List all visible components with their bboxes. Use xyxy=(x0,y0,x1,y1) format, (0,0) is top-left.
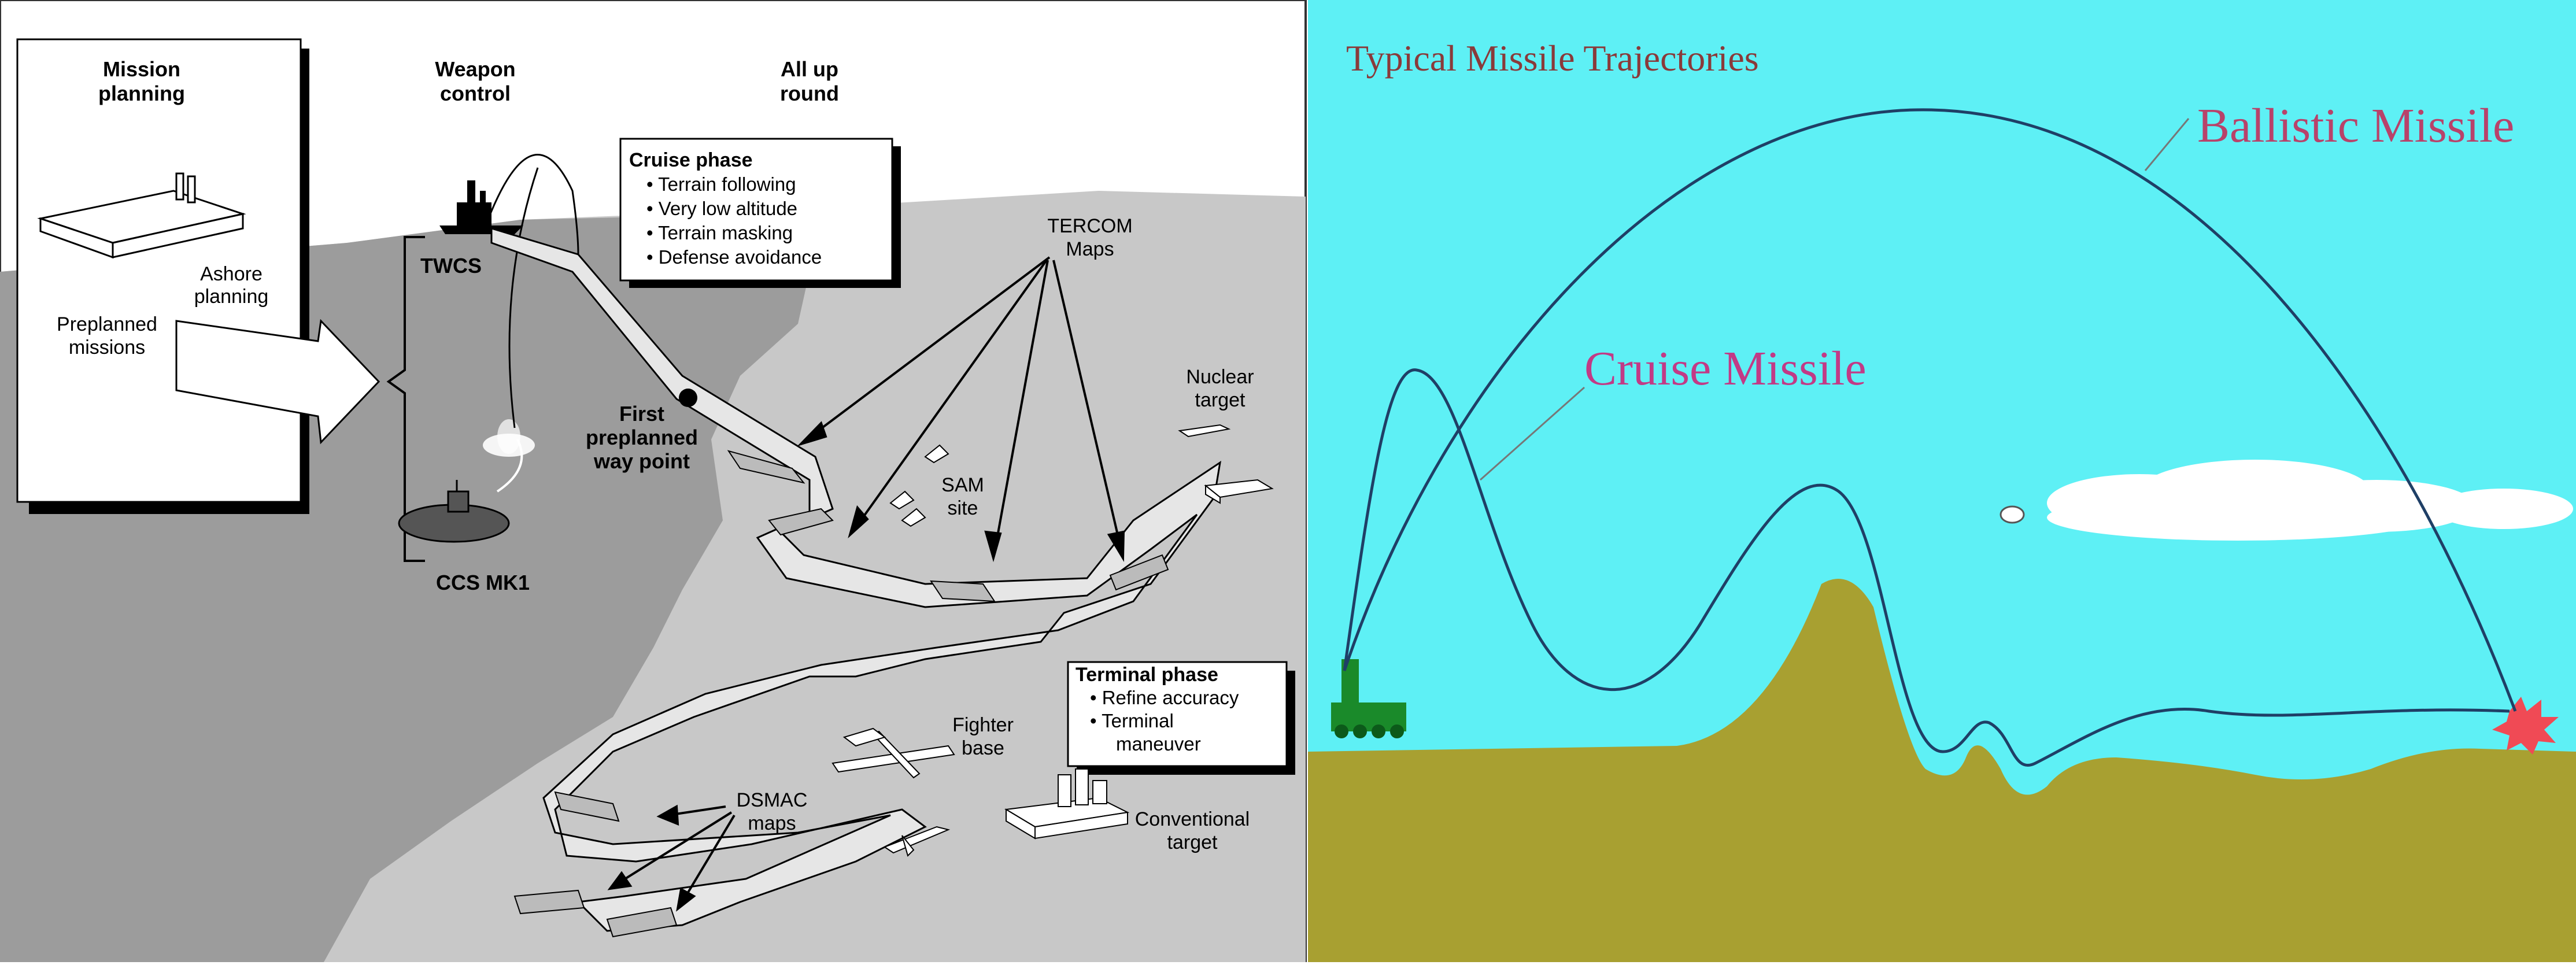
sam-site-label: SAM site xyxy=(941,474,984,519)
svg-text:site: site xyxy=(948,497,978,519)
svg-text:First: First xyxy=(619,402,664,426)
svg-text:• Terrain masking: • Terrain masking xyxy=(646,222,793,243)
preplanned-missions-label: Preplanned missions xyxy=(57,313,157,358)
svg-text:• Defense avoidance: • Defense avoidance xyxy=(646,246,822,268)
flight-path-ribbon xyxy=(490,227,1222,932)
svg-text:Maps: Maps xyxy=(1066,238,1114,260)
svg-text:maneuver: maneuver xyxy=(1116,733,1201,755)
svg-text:missions: missions xyxy=(69,337,145,358)
tercom-arrows xyxy=(797,256,1125,563)
svg-text:SAM: SAM xyxy=(941,474,984,496)
svg-text:base: base xyxy=(962,737,1004,759)
impact-burst-icon xyxy=(2492,697,2559,755)
ashore-planning-label: Ashore planning xyxy=(194,263,269,308)
conventional-target-label: Conventional target xyxy=(1135,808,1250,853)
svg-text:TERCOM: TERCOM xyxy=(1047,215,1132,237)
svg-text:round: round xyxy=(780,82,839,105)
panel-title: Typical Missile Trajectories xyxy=(1346,38,1759,79)
tercom-map-patches xyxy=(513,450,1169,938)
svg-text:control: control xyxy=(440,82,511,105)
mission-planning-label: Mission planning xyxy=(98,57,185,105)
launch-arc xyxy=(485,154,579,255)
dsmac-maps-label: DSMAC maps xyxy=(737,789,808,834)
ccs-label: CCS MK1 xyxy=(436,571,530,594)
svg-text:target: target xyxy=(1195,389,1246,411)
cruise-trajectory xyxy=(1343,368,2510,767)
nuclear-target-icon xyxy=(1178,424,1274,504)
svg-text:Mission: Mission xyxy=(103,57,180,81)
svg-text:Cruise phase: Cruise phase xyxy=(629,149,753,171)
all-up-round-label: All up round xyxy=(780,57,839,105)
svg-text:maps: maps xyxy=(748,812,796,834)
terminal-phase-box: Terminal phase • Refine accuracy • Termi… xyxy=(1076,664,1239,755)
ballistic-trajectory xyxy=(1343,108,2517,712)
svg-text:Conventional: Conventional xyxy=(1135,808,1250,830)
svg-text:planning: planning xyxy=(98,82,185,105)
svg-text:way point: way point xyxy=(593,449,690,473)
cruise-missile-icon xyxy=(883,826,951,857)
launcher-truck-icon xyxy=(1331,659,1406,738)
submarine-icon xyxy=(398,480,510,543)
nuclear-target-label: Nuclear target xyxy=(1186,366,1254,411)
cruise-phase-box: Cruise phase • Terrain following • Very … xyxy=(629,149,822,268)
ballistic-leader-line xyxy=(2144,118,2190,171)
svg-text:• Very low altitude: • Very low altitude xyxy=(646,198,797,219)
mission-diagram-panel: Mission planning Ashore planning Preplan… xyxy=(0,0,1307,963)
dsmac-arrows xyxy=(607,804,736,912)
cruise-leader-line xyxy=(1480,386,1585,481)
svg-text:• Terminal: • Terminal xyxy=(1090,710,1174,731)
first-waypoint-marker xyxy=(679,389,697,407)
svg-text:DSMAC: DSMAC xyxy=(737,789,808,811)
ballistic-missile-label: Ballistic Missile xyxy=(2197,99,2514,153)
svg-text:Weapon: Weapon xyxy=(435,57,515,81)
svg-text:Preplanned: Preplanned xyxy=(57,313,157,335)
twcs-label: TWCS xyxy=(420,254,482,278)
planning-arrow xyxy=(175,319,380,445)
svg-text:Fighter: Fighter xyxy=(952,714,1014,736)
sub-launch-arc xyxy=(508,167,539,428)
tercom-maps-label: TERCOM Maps xyxy=(1047,215,1132,260)
svg-text:Nuclear: Nuclear xyxy=(1186,366,1254,388)
trajectory-panel: Typical Missile Trajectories xyxy=(1308,0,2576,962)
ground-terrain xyxy=(1308,579,2576,962)
first-waypoint-label: First preplanned way point xyxy=(586,402,698,473)
svg-text:preplanned: preplanned xyxy=(586,426,698,449)
cruise-missile-label: Cruise Missile xyxy=(1584,342,1867,395)
svg-text:Terminal phase: Terminal phase xyxy=(1076,664,1218,686)
fighter-base-icon xyxy=(831,727,955,779)
svg-text:• Refine accuracy: • Refine accuracy xyxy=(1090,687,1239,708)
svg-text:All up: All up xyxy=(781,57,838,81)
cloud-icon xyxy=(2000,460,2573,541)
conventional-target-icon xyxy=(1004,768,1130,840)
fighter-base-label: Fighter base xyxy=(952,714,1014,759)
planning-building-icon xyxy=(37,172,246,259)
weapon-control-label: Weapon control xyxy=(435,57,515,105)
svg-text:target: target xyxy=(1167,831,1218,853)
control-brace xyxy=(386,236,425,562)
sam-site-icon xyxy=(889,444,949,527)
svg-text:planning: planning xyxy=(194,286,269,308)
svg-text:• Terrain following: • Terrain following xyxy=(646,173,796,195)
svg-text:Ashore: Ashore xyxy=(200,263,263,285)
